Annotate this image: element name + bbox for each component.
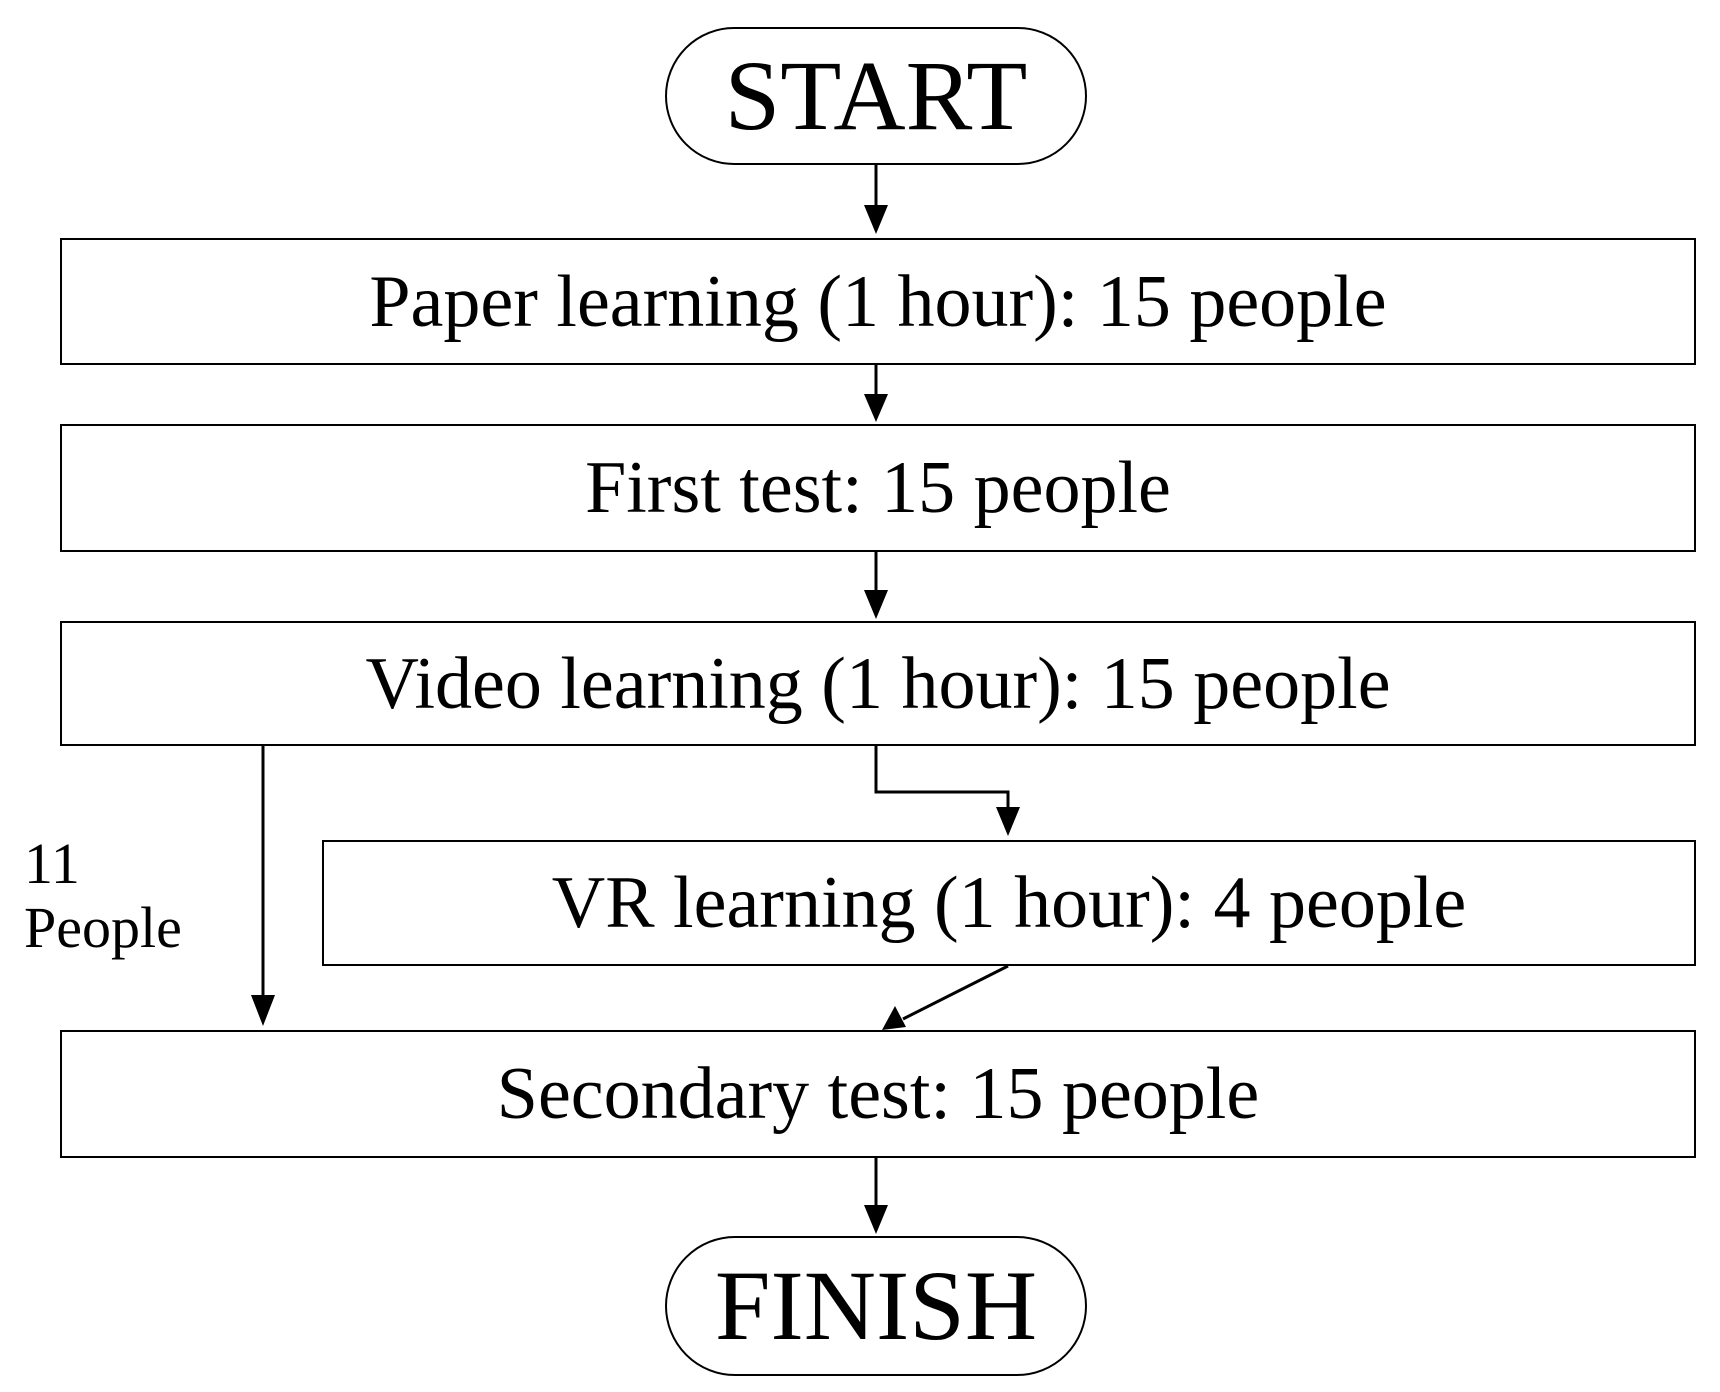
vr-learning-box: VR learning (1 hour): 4 people [322,840,1696,966]
arrow-video-to-secondary [251,746,275,1026]
vr-learning-label: VR learning (1 hour): 4 people [551,862,1467,944]
secondary-test-label: Secondary test: 15 people [496,1053,1260,1135]
video-learning-box: Video learning (1 hour): 15 people [60,621,1696,746]
video-learning-label: Video learning (1 hour): 15 people [365,642,1391,725]
branch-unit: People [24,894,182,960]
arrow-vr-to-secondary [882,964,1009,1030]
paper-learning-label: Paper learning (1 hour): 15 people [369,260,1387,343]
finish-label: FINISH [714,1250,1038,1361]
arrow-paper-to-first-test [864,365,888,422]
branch-count-label: 11 People [24,832,182,960]
paper-learning-box: Paper learning (1 hour): 15 people [60,238,1696,365]
arrow-first-test-to-video [864,552,888,619]
secondary-test-box: Secondary test: 15 people [60,1030,1696,1158]
start-terminal: START [665,27,1087,165]
arrow-secondary-to-finish [864,1158,888,1234]
first-test-box: First test: 15 people [60,424,1696,552]
finish-terminal: FINISH [665,1236,1087,1376]
first-test-label: First test: 15 people [585,447,1171,529]
arrow-video-to-vr [874,746,1020,836]
arrow-start-to-paper [864,165,888,234]
start-label: START [724,40,1028,151]
branch-count: 11 [24,831,80,896]
